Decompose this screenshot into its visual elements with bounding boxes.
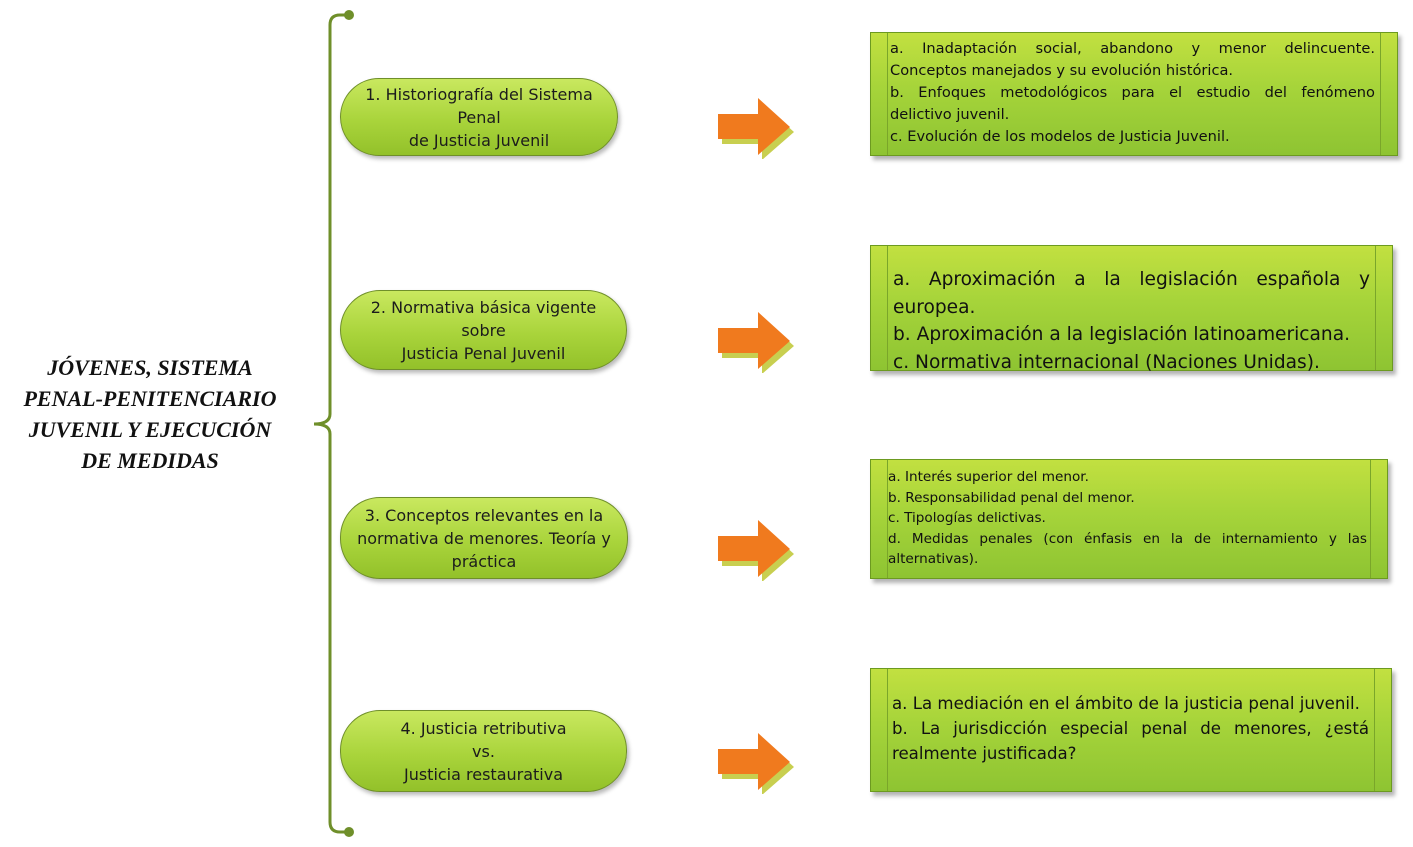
diagram-title: JÓVENES, SISTEMA PENAL-PENITENCIARIO JUV… [23,355,277,473]
detail-line: delictivo juvenil. [890,106,1010,123]
bracket-top-dot [344,10,354,20]
detail-box-1: a. Inadaptación social, abandono y menor… [870,32,1398,156]
topic-4-justicia: 4. Justicia retributiva vs. Justicia res… [340,710,627,792]
right-arrow-icon [718,312,794,373]
right-arrow-icon [718,98,794,159]
detail-box-2: a. Aproximación a la legislación español… [870,245,1393,373]
detail-line: a. Aproximación a la legislación español… [893,269,1370,318]
detail-line: a. La mediación en el ámbito de la justi… [892,694,1360,713]
detail-line: b. La jurisdicción especial penal de men… [892,719,1369,738]
detail-line: a. Interés superior del menor. [888,469,1089,485]
detail-box-4: a. La mediación en el ámbito de la justi… [870,668,1392,792]
detail-line: Conceptos manejados y su evolución histó… [890,62,1234,79]
right-arrow-icon [718,733,794,794]
detail-box-3: a. Interés superior del menor. b. Respon… [870,459,1388,579]
detail-line: c. Tipologías delictivas. [888,510,1046,527]
detail-line: b. Aproximación a la legislación latinoa… [893,324,1351,345]
detail-line: a. Inadaptación social, abandono y menor… [890,40,1375,57]
detail-line: alternativas). [888,551,979,568]
detail-line: c. Evolución de los modelos de Justicia … [890,128,1230,145]
detail-line: b. Responsabilidad penal del menor. [888,489,1135,506]
bracket-line [313,13,349,834]
detail-line: realmente justificada? [892,744,1077,763]
detail-line: c. Normativa internacional (Naciones Uni… [893,351,1320,373]
topic-1-historiografia: 1. Historiografía del Sistema Penal de J… [340,78,618,156]
right-arrow-icon [718,520,794,581]
detail-line: b. Enfoques metodológicos para el estudi… [890,84,1375,101]
bracket-bottom-dot [344,827,354,837]
topic-2-normativa: 2. Normativa básica vigente sobre Justic… [340,290,627,370]
detail-line: d. Medidas penales (con énfasis en la de… [888,530,1367,547]
topic-3-conceptos: 3. Conceptos relevantes en la normativa … [340,497,628,579]
